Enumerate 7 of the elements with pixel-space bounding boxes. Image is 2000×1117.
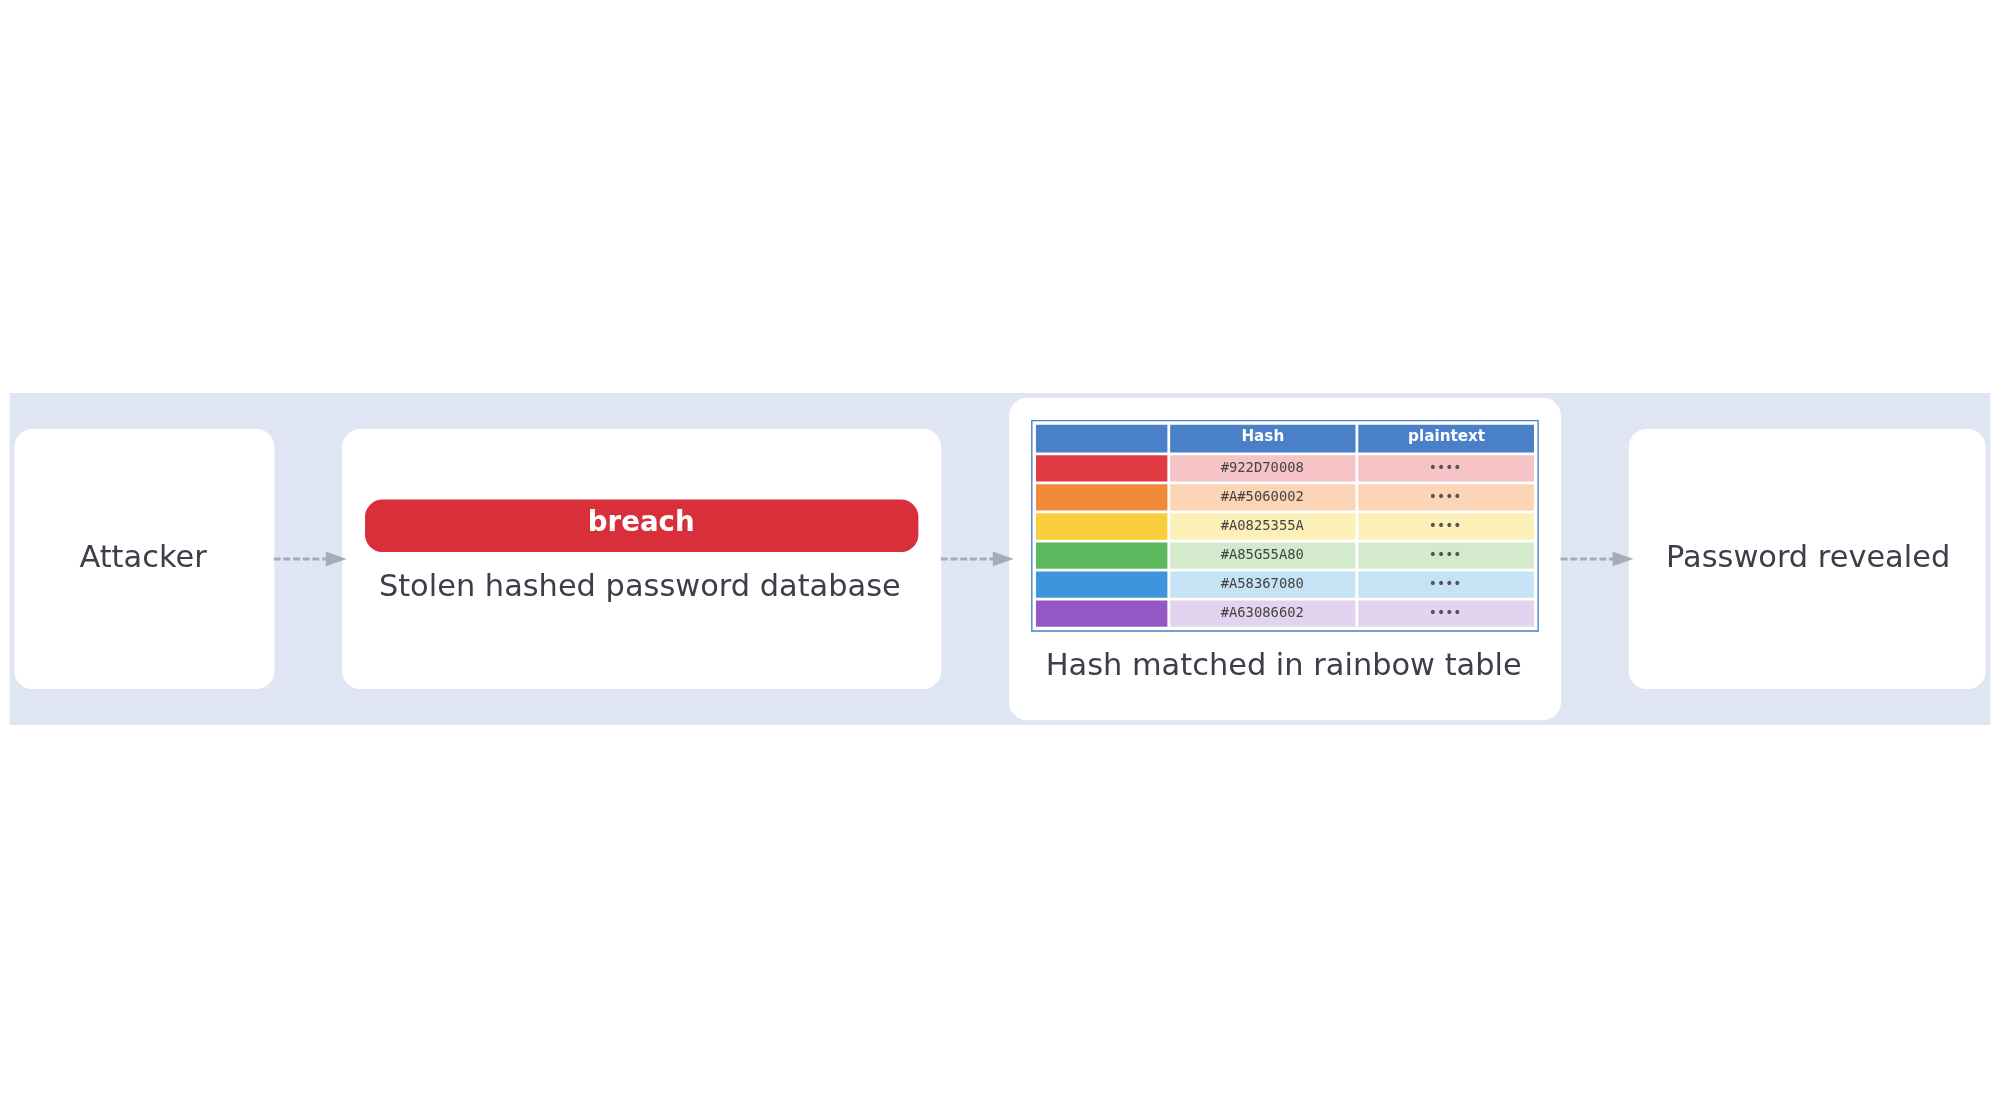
node-box: breach Stolen hashed password database <box>342 428 942 689</box>
node-box: Hash plaintext #922D70008 •••• #A#5060002 •••• #A0825355A •••• #A85G55A80 •••• #A58367080 •••• #A63086602 •••• Hash matched in rainbow table <box>1009 397 1561 720</box>
node-box: Attacker <box>14 428 275 689</box>
node-box: Password revealed <box>1628 428 1986 689</box>
arrow <box>940 551 1014 566</box>
arrow <box>1560 551 1634 566</box>
arrow <box>273 551 347 566</box>
